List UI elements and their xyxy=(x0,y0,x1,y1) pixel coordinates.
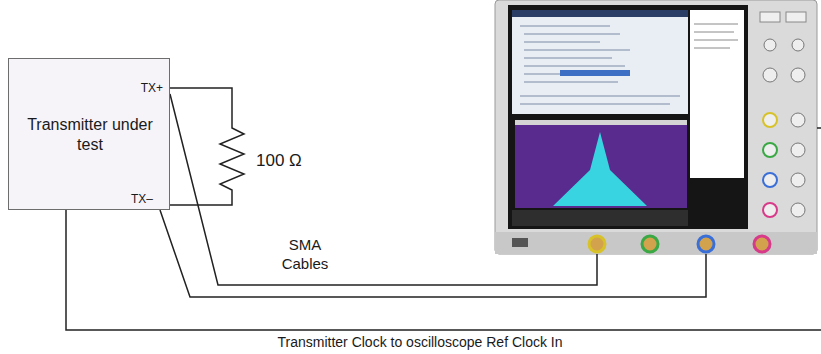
sma-cable-negative xyxy=(160,210,706,297)
resistor-value: 100 Ω xyxy=(256,150,336,171)
transmitter-box: Transmitter under test TX+ TX– xyxy=(8,58,170,210)
spectrum-header xyxy=(515,120,687,125)
oscilloscope xyxy=(495,0,817,254)
spectrum-peak xyxy=(553,132,647,206)
screen-window xyxy=(512,10,688,114)
clock-cable-label: Transmitter Clock to oscilloscope Ref Cl… xyxy=(160,334,680,352)
front-panel-controls xyxy=(760,12,806,217)
screen-menu-lines xyxy=(520,26,680,104)
screen-status-bar xyxy=(512,210,688,226)
scope-housing xyxy=(495,0,817,254)
screen-title-bar xyxy=(512,10,688,17)
pin-name: TX+ xyxy=(141,81,163,96)
resistor-symbol xyxy=(170,88,244,205)
box-title: Transmitter under test xyxy=(23,115,157,155)
cable-label: SMA Cables xyxy=(270,236,340,274)
scope-screen xyxy=(508,5,748,229)
side-pane-lines xyxy=(694,24,738,48)
usb-port xyxy=(512,238,528,247)
screen-selection xyxy=(560,70,630,76)
pin-name: TX– xyxy=(131,192,153,207)
scope-front-strip xyxy=(495,232,817,254)
screen-side-pane xyxy=(690,10,744,178)
channel-connectors xyxy=(589,236,770,252)
clock-cable xyxy=(66,210,821,330)
spectrum-plot xyxy=(515,120,687,208)
ref-clock-input-lead xyxy=(817,127,821,129)
sma-cable-positive xyxy=(170,94,597,285)
